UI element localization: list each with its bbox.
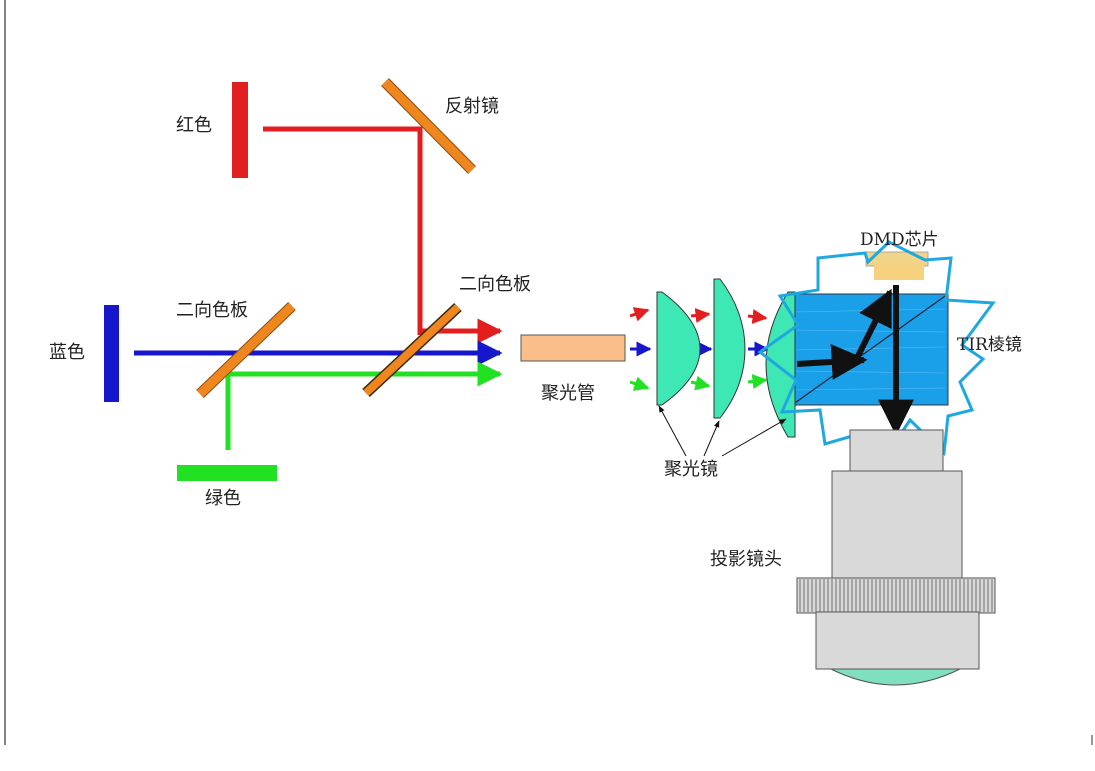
label-red: 红色: [176, 115, 212, 136]
internal-light-path: [796, 285, 914, 436]
green-beam: [225, 361, 503, 450]
lens-body: [831, 470, 963, 580]
label-reflector: 反射镜: [445, 96, 499, 117]
red-light-source: [232, 82, 248, 178]
condenser-lens-1: [656, 291, 701, 406]
red-beam: [263, 126, 423, 335]
dmd-chip: [874, 264, 924, 280]
label-tir: TIR棱镜: [957, 335, 1022, 355]
green-light-source: [177, 465, 277, 481]
lens-front-barrel: [815, 611, 980, 670]
dichroic-plate-1: [196, 302, 296, 398]
label-green: 绿色: [205, 488, 241, 509]
label-projection-lens: 投影镜头: [710, 549, 782, 570]
label-condenser: 聚光镜: [664, 459, 718, 480]
small-arrows-1: [629, 307, 652, 391]
label-dichroic-1: 二向色板: [176, 300, 248, 321]
blue-light-source: [104, 305, 119, 402]
condenser-lens-2: [713, 278, 746, 419]
dichroic-plate-2: [363, 304, 461, 396]
prism-diagonal: [791, 293, 949, 406]
label-light-tube: 聚光管: [541, 383, 595, 404]
reflector-mirror: [381, 78, 476, 174]
label-dmd: DMD芯片: [860, 230, 939, 250]
light-tube: [520, 334, 626, 362]
condenser-pointers: [658, 405, 787, 457]
tir-burst-outline: [757, 240, 996, 469]
lens-front-element: [828, 667, 963, 686]
lens-top-barrel: [849, 429, 944, 473]
label-blue: 蓝色: [49, 342, 85, 363]
focus-ring-ticks: [799, 579, 993, 612]
label-dichroic-2: 二向色板: [459, 274, 531, 295]
